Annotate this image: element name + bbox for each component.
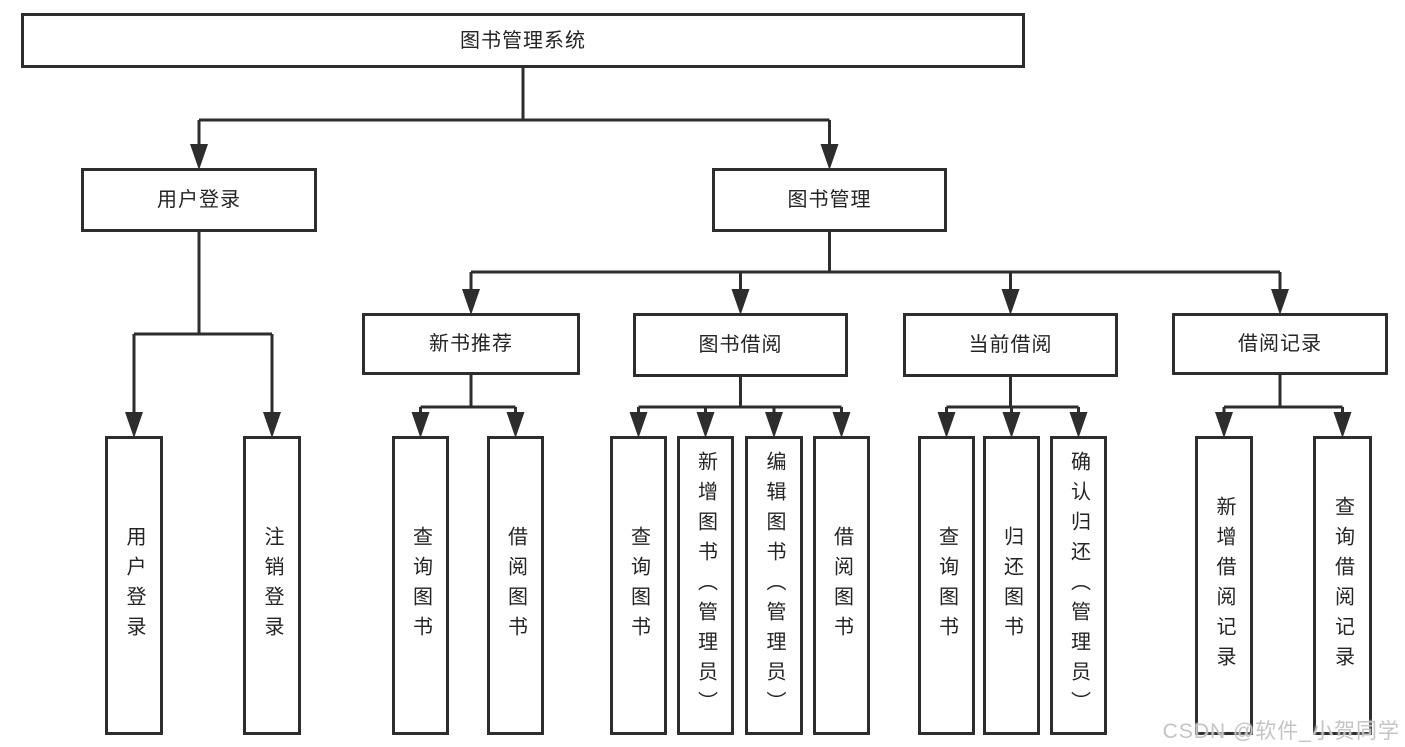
node-leaf-query-record: 查询借阅记录 bbox=[1313, 436, 1372, 735]
node-label-current-borrow: 当前借阅 bbox=[968, 334, 1053, 356]
node-label-leaf-return-book: 归还图书 bbox=[1000, 525, 1023, 646]
node-label-book-mgmt: 图书管理 bbox=[787, 189, 872, 211]
node-label-leaf-user-login: 用户登录 bbox=[123, 525, 145, 646]
node-new-book: 新书推荐 bbox=[362, 313, 580, 375]
node-label-leaf-borrow-book-2: 借阅图书 bbox=[830, 525, 853, 646]
node-leaf-add-book: 新增图书（管理员） bbox=[677, 436, 734, 735]
node-leaf-add-record: 新增借阅记录 bbox=[1195, 436, 1253, 735]
node-leaf-logout: 注销登录 bbox=[243, 436, 301, 735]
node-leaf-query-book-1: 查询图书 bbox=[392, 436, 449, 735]
node-label-leaf-add-book: 新增图书（管理员） bbox=[694, 450, 717, 721]
node-label-borrow-record: 借阅记录 bbox=[1238, 333, 1322, 355]
node-label-leaf-logout: 注销登录 bbox=[261, 525, 283, 646]
node-label-leaf-borrow-book-1: 借阅图书 bbox=[504, 525, 527, 646]
node-label-leaf-confirm-return: 确认归还（管理员） bbox=[1067, 450, 1090, 721]
node-leaf-user-login: 用户登录 bbox=[105, 436, 163, 735]
node-leaf-return-book: 归还图书 bbox=[983, 436, 1040, 735]
node-book-borrow: 图书借阅 bbox=[633, 313, 848, 377]
node-label-leaf-query-book-2: 查询图书 bbox=[627, 525, 650, 646]
node-label-book-borrow: 图书借阅 bbox=[698, 334, 783, 356]
node-leaf-confirm-return: 确认归还（管理员） bbox=[1050, 436, 1107, 735]
node-label-root: 图书管理系统 bbox=[460, 29, 586, 52]
node-current-borrow: 当前借阅 bbox=[903, 313, 1118, 377]
node-user-login: 用户登录 bbox=[81, 168, 317, 232]
node-label-user-login: 用户登录 bbox=[157, 189, 241, 211]
node-leaf-borrow-book-1: 借阅图书 bbox=[487, 436, 544, 735]
node-leaf-query-book-2: 查询图书 bbox=[610, 436, 667, 735]
node-label-leaf-query-book-1: 查询图书 bbox=[409, 525, 432, 646]
watermark: CSDN @软件_小贺同学 bbox=[1162, 720, 1400, 743]
node-book-mgmt: 图书管理 bbox=[712, 168, 947, 232]
node-borrow-record: 借阅记录 bbox=[1172, 313, 1388, 375]
node-label-leaf-query-record: 查询借阅记录 bbox=[1331, 495, 1354, 676]
node-label-leaf-edit-book: 编辑图书（管理员） bbox=[763, 450, 785, 721]
node-leaf-borrow-book-2: 借阅图书 bbox=[813, 436, 870, 735]
node-label-leaf-query-book-3: 查询图书 bbox=[935, 525, 958, 646]
node-root: 图书管理系统 bbox=[21, 13, 1025, 68]
node-label-leaf-add-record: 新增借阅记录 bbox=[1213, 495, 1235, 676]
node-leaf-edit-book: 编辑图书（管理员） bbox=[745, 436, 803, 735]
node-label-new-book: 新书推荐 bbox=[429, 333, 513, 355]
node-leaf-query-book-3: 查询图书 bbox=[918, 436, 975, 735]
